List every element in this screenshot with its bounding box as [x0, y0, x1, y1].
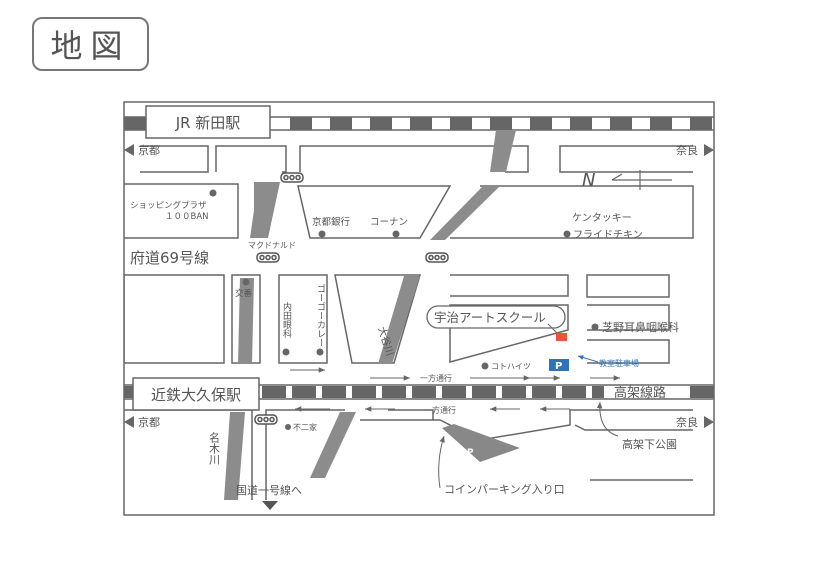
kyoto-direction-icon [124, 144, 134, 156]
gogo-curry-label: ゴーゴーカレー [315, 283, 325, 347]
uchida-label: 内田眼科 [281, 301, 292, 339]
jr-station-label: JR 新田駅 [175, 114, 241, 132]
traffic-signal-icon [280, 172, 304, 183]
nara-label-bottom: 奈良 [676, 415, 698, 429]
map-content [124, 116, 714, 500]
landmarks: ショッピングプラザ １００BAN 京都銀行 コーナン マクドナルド ケンタッキー… [130, 189, 679, 465]
landmark-dot-icon [316, 348, 324, 356]
down-arrow-icon [262, 501, 278, 510]
direction-markers: 京都 奈良 京都 奈良 [124, 143, 714, 429]
map-frame [123, 101, 715, 516]
school-label: 宇治アートスクール [434, 310, 546, 325]
page-title: 地図 [32, 17, 149, 71]
koban-label: 交番 [235, 288, 253, 299]
landmark-dot-icon [242, 278, 250, 286]
kokudo1-label: 国道一号線へ [236, 483, 302, 497]
kfc-label-1: ケンタッキー [572, 212, 632, 224]
kintetsu-railway [124, 384, 714, 400]
shopping-label-2: １００BAN [165, 212, 209, 222]
landmark-dot-icon [591, 323, 599, 331]
one-way-label-upper: 一方通行 [420, 373, 452, 383]
school-marker-icon [556, 333, 567, 341]
kintetsu-station-label: 近鉄大久保駅 [151, 386, 241, 404]
nagi-label: 名木川 [208, 431, 221, 465]
parking-sign-letter: P [555, 361, 562, 372]
traffic-signal-icon [254, 414, 278, 425]
fudo69-label: 府道69号線 [130, 249, 209, 267]
landmark-dot-icon [392, 230, 400, 238]
kfc-label-2: フライドチキン [573, 229, 643, 241]
parking-sign-icon [549, 359, 569, 371]
landmark-dot-icon [563, 230, 571, 238]
classroom-parking-label: 教室駐車場 [599, 358, 639, 368]
landmark-dot-icon [282, 348, 290, 356]
traffic-signal-icon [425, 252, 449, 263]
mcdonalds-label: マクドナルド [248, 241, 296, 250]
nara-direction-icon [704, 144, 714, 156]
kyoto-label-top: 京都 [138, 143, 160, 157]
landmark-dot-icon [209, 189, 217, 197]
north-icon: N [582, 170, 595, 191]
koka-park-label: 高架下公園 [622, 437, 677, 451]
nara-label-top: 奈良 [676, 143, 698, 157]
shopping-label-1: ショッピングプラザ [130, 200, 207, 211]
kotohaitsu-label: コトハイツ [491, 362, 531, 371]
funiya-label: 不二家 [293, 422, 317, 432]
kyoto-bank-label: 京都銀行 [312, 216, 351, 228]
callout-lines [438, 401, 619, 489]
konan-label: コーナン [370, 217, 408, 228]
kyoto-label-bottom: 京都 [138, 415, 160, 429]
landmark-dot-icon [318, 230, 326, 238]
one-way-arrows [290, 367, 620, 412]
shibano-label: 芝野耳鼻咽喉科 [602, 320, 679, 334]
kyoto-direction-icon [124, 416, 134, 428]
kintetsu-station-box: 近鉄大久保駅 [132, 377, 260, 411]
jr-station-box: JR 新田駅 [145, 105, 271, 139]
landmark-dot-icon [481, 362, 489, 370]
landmark-dot-icon [285, 424, 291, 430]
coin-parking-label: コインパーキング入り口 [444, 482, 565, 496]
coin-parking-letter: P [467, 448, 474, 458]
traffic-signal-icon [256, 252, 280, 263]
school-label-box [426, 305, 566, 329]
nara-direction-icon [704, 416, 714, 428]
one-way-label-lower: 一方通行 [424, 405, 456, 415]
jr-railway [124, 116, 714, 131]
koka-label: 高架線路 [614, 385, 666, 401]
traffic-signals [254, 172, 449, 425]
gray-roads [224, 130, 520, 500]
north-indicator: N [582, 170, 672, 191]
